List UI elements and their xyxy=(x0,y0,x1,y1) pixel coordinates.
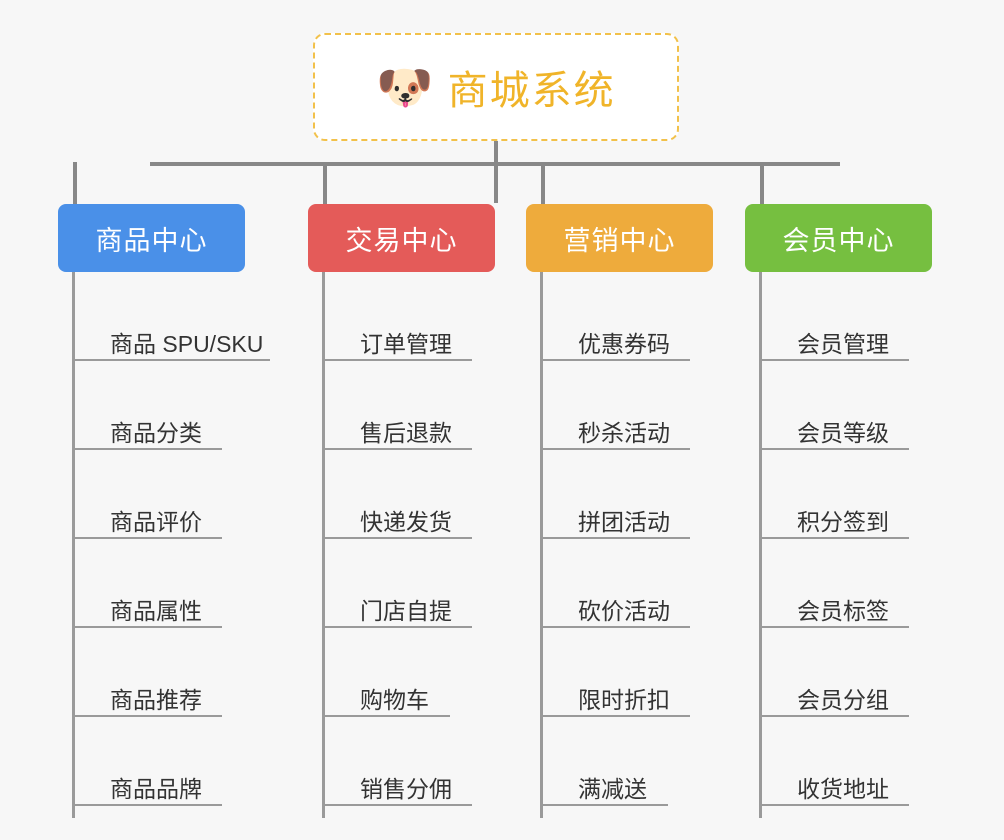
branch-node-label: 营销中心 xyxy=(563,225,676,256)
leaf-node[interactable]: 商品分类 xyxy=(72,361,222,450)
leaf-column-spine xyxy=(72,272,75,818)
leaf-node[interactable]: 积分签到 xyxy=(759,450,909,539)
leaf-node[interactable]: 商品品牌 xyxy=(72,717,222,806)
leaf-node[interactable]: 会员等级 xyxy=(759,361,909,450)
leaf-node-label: 会员管理 xyxy=(797,330,889,357)
branch-node-label: 商品中心 xyxy=(95,225,208,256)
branch-node-label: 交易中心 xyxy=(345,225,458,256)
leaf-node[interactable]: 快递发货 xyxy=(322,450,472,539)
leaf-node[interactable]: 购物车 xyxy=(322,628,450,717)
leaf-node[interactable]: 商品评价 xyxy=(72,450,222,539)
leaf-node-label: 订单管理 xyxy=(360,330,452,357)
branch-node-3[interactable]: 营销中心 xyxy=(526,204,713,272)
branch-drop-connector-3 xyxy=(541,162,545,204)
leaf-node[interactable]: 商品推荐 xyxy=(72,628,222,717)
leaf-node[interactable]: 销售分佣 xyxy=(322,717,472,806)
leaf-node-label: 积分签到 xyxy=(797,508,889,535)
branch-drop-connector-4 xyxy=(760,162,764,204)
leaf-node-label: 商品推荐 xyxy=(110,686,202,713)
leaf-node[interactable]: 门店自提 xyxy=(322,539,472,628)
leaf-node-label: 拼团活动 xyxy=(578,508,670,535)
leaf-node-label: 会员分组 xyxy=(797,686,889,713)
leaf-node[interactable]: 售后退款 xyxy=(322,361,472,450)
leaf-node-label: 售后退款 xyxy=(360,419,452,446)
leaf-node[interactable]: 收货地址 xyxy=(759,717,909,806)
leaf-node[interactable]: 商品 SPU/SKU xyxy=(72,272,270,361)
leaf-node-label: 门店自提 xyxy=(360,597,452,624)
branch-node-2[interactable]: 交易中心 xyxy=(308,204,495,272)
leaf-node[interactable]: 拼团活动 xyxy=(540,450,690,539)
leaf-node-label: 收货地址 xyxy=(797,775,889,802)
leaf-node[interactable]: 订单管理 xyxy=(322,272,472,361)
shiba-dog-face-icon: 🐶 xyxy=(376,61,434,113)
leaf-node-label: 商品 SPU/SKU xyxy=(110,330,264,357)
leaf-node-label: 购物车 xyxy=(360,686,429,713)
leaf-column-spine xyxy=(322,272,325,818)
leaf-node-label: 商品评价 xyxy=(110,508,202,535)
leaf-node[interactable]: 商品属性 xyxy=(72,539,222,628)
branch-node-1[interactable]: 商品中心 xyxy=(58,204,245,272)
root-node[interactable]: 🐶 商城系统 xyxy=(313,33,679,141)
leaf-node-label: 会员等级 xyxy=(797,419,889,446)
branch-node-label: 会员中心 xyxy=(782,225,895,256)
leaf-node[interactable]: 秒杀活动 xyxy=(540,361,690,450)
leaf-node-label: 砍价活动 xyxy=(578,597,670,624)
leaf-node-label: 销售分佣 xyxy=(360,775,452,802)
branch-drop-connector-2 xyxy=(323,162,327,204)
leaf-node-label: 商品属性 xyxy=(110,597,202,624)
root-node-title: 商城系统 xyxy=(447,69,616,113)
leaf-column-spine xyxy=(540,272,543,818)
leaf-node-label: 会员标签 xyxy=(797,597,889,624)
leaf-node[interactable]: 限时折扣 xyxy=(540,628,690,717)
root-stem-connector xyxy=(494,141,498,203)
branch-node-4[interactable]: 会员中心 xyxy=(745,204,932,272)
leaf-node-label: 秒杀活动 xyxy=(578,419,670,446)
leaf-node[interactable]: 砍价活动 xyxy=(540,539,690,628)
leaf-node[interactable]: 优惠券码 xyxy=(540,272,690,361)
leaf-node-label: 优惠券码 xyxy=(578,330,670,357)
leaf-node-label: 满减送 xyxy=(578,775,647,802)
branch-drop-connector-1 xyxy=(73,162,77,204)
leaf-node-label: 商品品牌 xyxy=(110,775,202,802)
leaf-node-label: 商品分类 xyxy=(110,419,202,446)
leaf-node[interactable]: 会员标签 xyxy=(759,539,909,628)
leaf-node-label: 限时折扣 xyxy=(578,686,670,713)
leaf-node[interactable]: 会员管理 xyxy=(759,272,909,361)
leaf-node-label: 快递发货 xyxy=(360,508,452,535)
leaf-column-spine xyxy=(759,272,762,818)
leaf-node[interactable]: 满减送 xyxy=(540,717,668,806)
leaf-node[interactable]: 会员分组 xyxy=(759,628,909,717)
branch-bus-connector xyxy=(150,162,840,166)
